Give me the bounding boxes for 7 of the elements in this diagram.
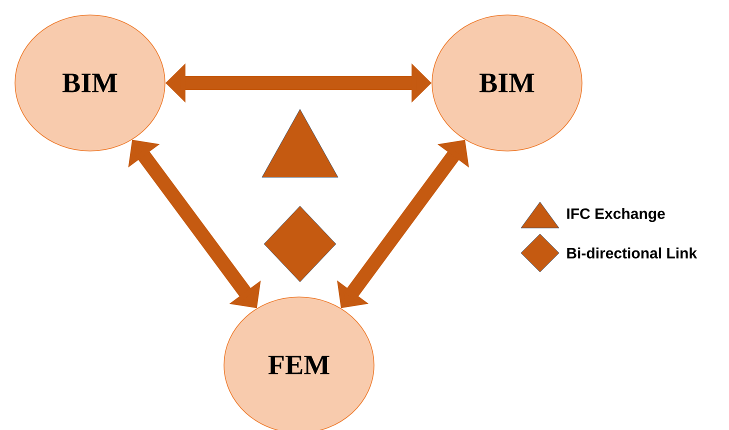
ellipse-node: BIM	[432, 14, 582, 152]
ellipse-node: FEM	[224, 296, 374, 430]
diamond-symbol	[264, 206, 336, 282]
legend-label: IFC Exchange	[567, 208, 665, 222]
ellipse-node: BIM	[14, 14, 166, 152]
triangle-symbol	[262, 109, 338, 178]
legend-label: Bi-directional Link	[567, 247, 698, 258]
